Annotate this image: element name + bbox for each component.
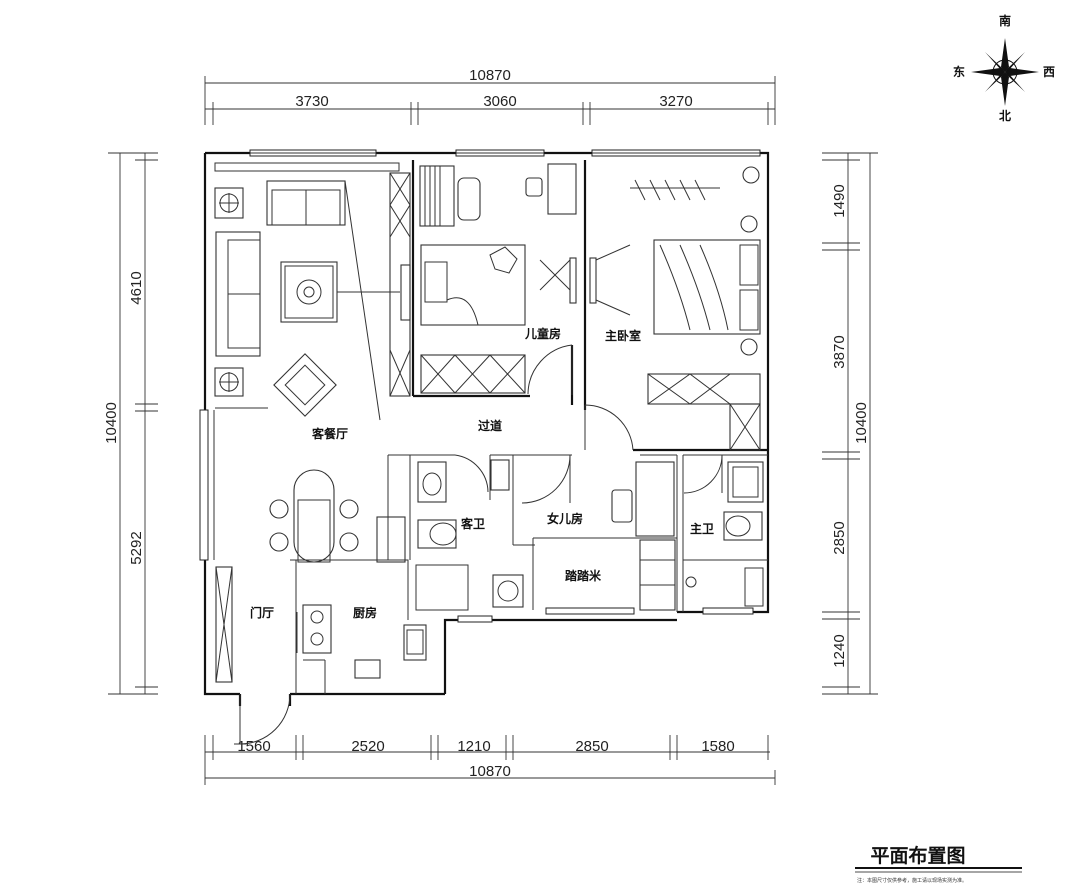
- dim-bottom-seg-5: 1580: [701, 738, 734, 755]
- dim-left-seg-1: 4610: [128, 271, 145, 304]
- dim-bottom-seg-3: 1210: [457, 738, 490, 755]
- master-bedroom-furniture: [589, 166, 761, 451]
- dim-top-seg-1: 3730: [295, 93, 328, 110]
- compass-east: 东: [953, 64, 965, 79]
- label-daughter-room: 女儿房: [547, 511, 583, 526]
- title-block: 平面布置图 注：本图尺寸仅供参考，施工请以现场实测为准。: [855, 844, 1022, 884]
- dim-right-seg-4: 1240: [831, 634, 848, 667]
- label-living-dining: 客餐厅: [311, 426, 348, 441]
- compass-rose-icon: 南 北 东 西: [953, 13, 1055, 123]
- dim-left-total: 10400: [103, 402, 120, 444]
- compass-west: 西: [1043, 65, 1055, 79]
- dim-right-seg-3: 2850: [831, 521, 848, 554]
- dim-top-seg-2: 3060: [483, 93, 516, 110]
- kitchen-fixtures: [296, 604, 427, 679]
- dim-right-seg-2: 3870: [831, 335, 848, 368]
- label-tatami: 踏踏米: [565, 568, 602, 583]
- bathroom-fixtures: [415, 459, 764, 611]
- compass-north: 北: [999, 108, 1011, 123]
- label-corridor: 过道: [478, 418, 502, 433]
- doors: [234, 344, 723, 745]
- interior-walls: [238, 160, 768, 706]
- dim-bottom-seg-1: 1560: [237, 738, 270, 755]
- dim-right-total: 10400: [853, 402, 870, 444]
- dim-bottom-seg-2: 2520: [351, 738, 384, 755]
- living-room-furniture: [214, 162, 411, 683]
- daughter-room-furniture: [611, 461, 676, 611]
- children-room-furniture: [419, 163, 577, 394]
- label-master-bath: 主卫: [690, 521, 714, 536]
- label-foyer: 门厅: [250, 605, 274, 620]
- label-children-room: 儿童房: [524, 326, 561, 341]
- dim-bottom-total: 10870: [469, 763, 511, 780]
- plan-title: 平面布置图: [870, 844, 965, 867]
- room-labels: 客餐厅 过道 儿童房 主卧室 客卫 女儿房 踏踏米 主卫 门厅 厨房: [250, 326, 714, 620]
- dim-left-seg-2: 5292: [128, 531, 145, 564]
- dimension-top: 10870 3730 3060 3270: [204, 67, 776, 125]
- dim-top-total: 10870: [469, 67, 511, 84]
- compass-south: 南: [999, 13, 1011, 28]
- label-guest-bath: 客卫: [460, 516, 485, 531]
- dim-top-seg-3: 3270: [659, 93, 692, 110]
- dim-right-seg-1: 1490: [831, 184, 848, 217]
- label-kitchen: 厨房: [353, 605, 377, 620]
- dim-bottom-seg-4: 2850: [575, 738, 608, 755]
- dimension-bottom: 1560 2520 1210 2850 1580 10870: [204, 735, 776, 785]
- dimension-right: 10400 1490 3870 2850 1240: [822, 152, 878, 695]
- label-master-bedroom: 主卧室: [605, 328, 641, 343]
- exterior-walls: [199, 149, 770, 696]
- dimension-left: 10400 4610 5292: [103, 152, 158, 695]
- plan-note: 注：本图尺寸仅供参考，施工请以现场实测为准。: [857, 877, 967, 884]
